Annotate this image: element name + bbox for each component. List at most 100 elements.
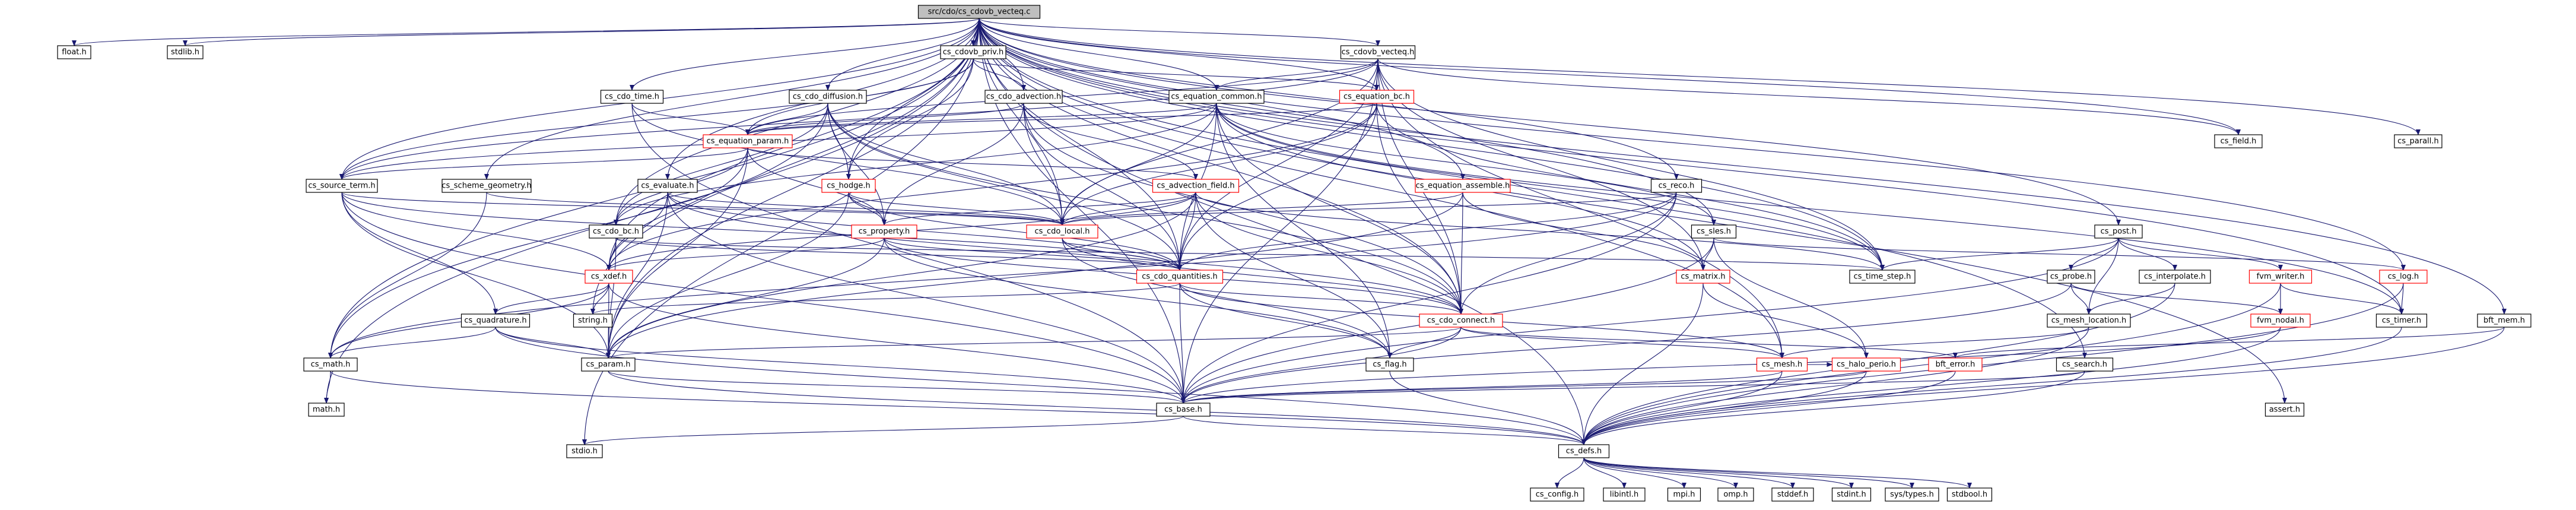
file-node-matrix[interactable]: cs_matrix.h [1676,270,1730,284]
node-label: mpi.h [1673,490,1695,499]
edge-cdovb_priv-to-equation_bc [973,58,1379,91]
file-node-xdef[interactable]: cs_xdef.h [585,270,633,284]
file-node-halo_perio[interactable]: cs_halo_perio.h [1831,357,1901,372]
edge-root-to-log [979,18,2406,271]
file-node-cdo_quantities[interactable]: cs_cdo_quantities.h [1136,270,1224,284]
file-node-cdo_bc: cs_cdo_bc.h [589,224,643,239]
node-label: cs_cdo_time.h [605,93,659,102]
edge-evaluate-to-cdo_local [667,192,1065,226]
edge-equation_assemble-to-cdo_connect [1459,192,1464,315]
edge-reco-to-cdo_local [1060,192,1677,226]
node-label: stddef.h [1777,490,1808,499]
file-node-cdo_local[interactable]: cs_cdo_local.h [1026,224,1098,239]
edge-bft_mem-to-defs [1581,327,2505,445]
file-node-bft_error[interactable]: bft_error.h [1928,357,1983,372]
file-node-equation_assemble[interactable]: cs_equation_assemble.h [1415,179,1511,193]
edge-equation_assemble-to-matrix [1462,192,1705,271]
node-label: fvm_nodal.h [2257,316,2304,325]
file-node-equation_param[interactable]: cs_equation_param.h [703,134,793,148]
edge-defs-to-libintl [1583,457,1627,489]
file-node-advection_field[interactable]: cs_advection_field.h [1152,179,1240,193]
edge-cdo_diffusion-to-property [827,103,887,226]
edge-param-to-base [608,370,1186,404]
edge-property-to-param [606,237,885,359]
edge-layer [72,18,2507,489]
file-node-source_term: cs_source_term.h [306,179,378,193]
edge-cdovb_priv-to-hodge [846,58,974,180]
edge-equation_param-to-source_term [339,147,748,180]
root-file-node[interactable]: src/cdo/cs_cdovb_vecteq.c [917,5,1041,19]
edge-mesh_location-to-defs [1581,327,2089,445]
node-label: string.h [578,316,608,325]
edge-quadrature-to-base [495,327,1186,404]
node-box [2477,313,2531,328]
edge-defs-to-stdbool [1583,457,1972,489]
edge-root-to-cdo_connect [979,18,1463,315]
edge-root-to-cdovb_vecteq_h [979,18,1380,46]
file-node-cdovb_priv: cs_cdovb_priv.h [940,45,1006,59]
edge-param-to-defs [608,370,1586,445]
file-node-fvm_nodal[interactable]: fvm_nodal.h [2250,313,2311,328]
edge-halo_perio-to-defs [1581,370,1867,445]
file-node-hodge[interactable]: cs_hodge.h [821,179,876,193]
edge-hodge-to-property [848,192,887,226]
edge-matrix-to-defs [1581,283,1704,445]
file-node-stdbool: stdbool.h [1946,487,1993,502]
edge-cdovb_vecteq_h-to-field [1377,58,2241,135]
node-box [984,90,1063,104]
node-box [2394,134,2442,148]
node-box [1831,487,1872,502]
edge-cdo_connect-to-base [1181,327,1462,404]
node-box [167,45,204,59]
node-box [1691,224,1737,239]
node-box [1415,179,1511,193]
edge-root-to-reco [979,18,1679,180]
node-box [1771,487,1814,502]
node-box [2047,270,2095,284]
edge-fvm_nodal-to-defs [1581,327,2281,445]
edge-equation_bc-to-time_step [1376,103,1885,271]
edge-math-to-defs [330,370,1586,445]
edge-defs-to-stddef [1583,457,1795,489]
file-node-sles: cs_sles.h [1691,224,1737,239]
node-box [2264,403,2305,417]
edge-quadrature-to-defs [495,327,1586,445]
node-label: cs_cdo_advection.h [986,93,1062,102]
edge-evaluate-to-cdo_connect [667,192,1463,315]
edge-source_term-to-param [341,192,611,359]
file-node-cdo_connect[interactable]: cs_cdo_connect.h [1419,313,1503,328]
edge-equation_common-to-timer [1216,103,2404,315]
file-node-mesh[interactable]: cs_mesh.h [1756,357,1808,372]
edge-equation_bc-to-cdo_connect [1376,103,1463,315]
edge-cdo_advection-to-cdo_quantities [1023,103,1182,271]
file-node-equation_bc[interactable]: cs_equation_bc.h [1339,90,1415,104]
node-box [1650,179,1702,193]
edge-root-to-xdef [606,18,980,271]
edge-root-to-math_h [324,18,980,404]
edge-advection_field-to-time_step [1195,192,1885,271]
edge-cdovb_vecteq_h-to-matrix [1377,58,1705,271]
file-node-fvm_writer[interactable]: fvm_writer.h [2248,270,2313,284]
node-box [1676,270,1730,284]
edge-advection_field-to-flag [1195,192,1392,359]
node-box [1026,224,1098,239]
edge-xdef-to-quadrature [493,283,609,315]
edge-cdo_connect-to-flag [1387,327,1462,359]
file-node-property[interactable]: cs_property.h [851,224,917,239]
edge-probe-to-mesh_location [2070,283,2091,315]
node-label: cs_parall.h [2397,137,2439,146]
node-label: fvm_writer.h [2257,273,2305,281]
edge-cdo_time-to-equation_param [631,103,750,135]
edge-equation_bc-to-xdef [606,103,1377,271]
file-node-stdint: stdint.h [1831,487,1872,502]
node-label: assert.h [2269,406,2300,414]
edge-cdo_diffusion-to-cdo_connect [827,103,1463,315]
node-label: cs_cdovb_vecteq.h [1342,48,1415,57]
edge-advection_field-to-cdo_connect [1195,192,1463,315]
file-node-stdlib: stdlib.h [167,45,204,59]
file-node-log[interactable]: cs_log.h [2379,270,2428,284]
file-node-field: cs_field.h [2214,134,2263,148]
node-box [306,179,378,193]
edge-xdef-to-string [590,283,609,315]
node-label: cs_mesh.h [1762,360,1802,369]
